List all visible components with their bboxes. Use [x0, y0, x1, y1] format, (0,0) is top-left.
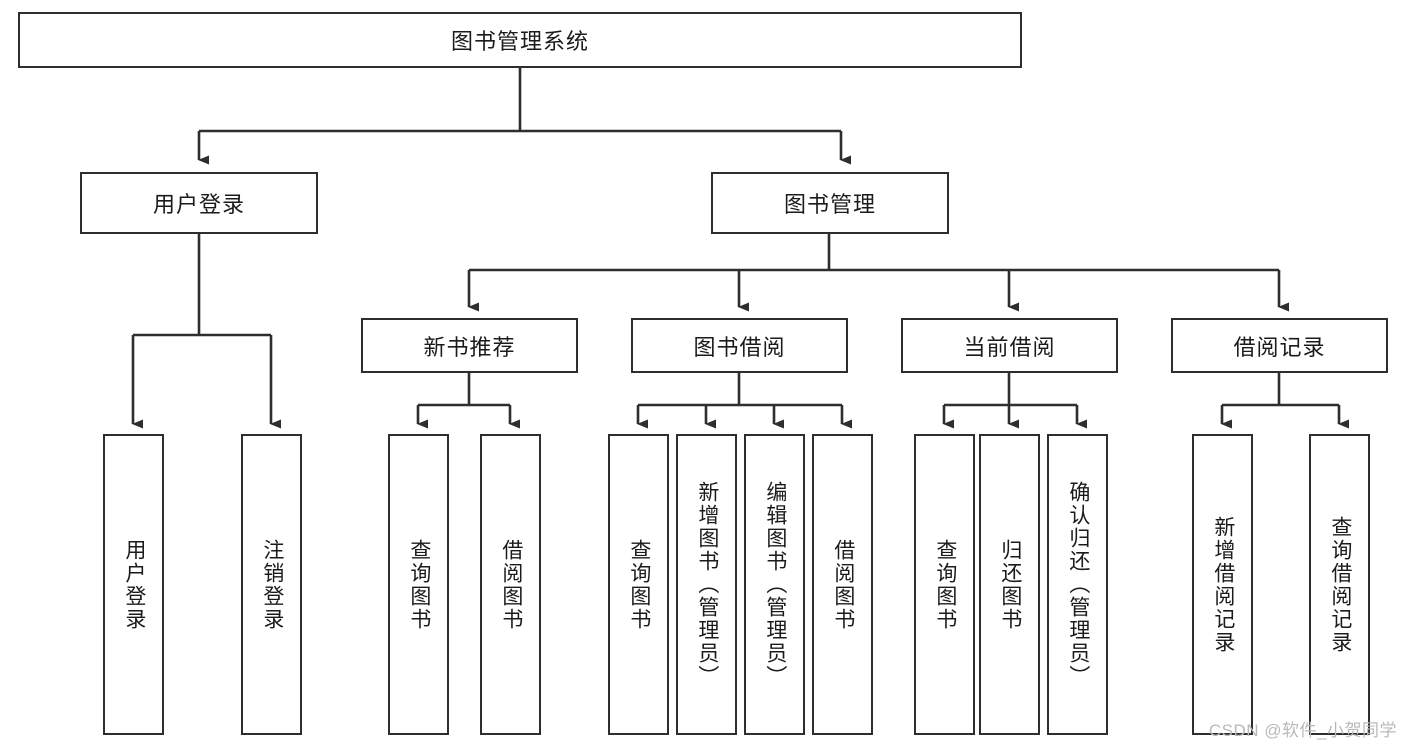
node-label: 归还图书: [998, 538, 1022, 631]
node-label: 查询借阅记录: [1328, 515, 1352, 654]
node-label: 用户登录: [122, 538, 146, 631]
node-borrow-record[interactable]: 借阅记录: [1171, 318, 1388, 373]
leaf-confirm-return[interactable]: 确认归还（管理员）: [1047, 434, 1108, 735]
node-label: 当前借阅: [963, 334, 1056, 360]
node-label: 注销登录: [260, 538, 284, 631]
node-label: 图书管理系统: [450, 29, 589, 54]
leaf-borrow-book-b[interactable]: 借阅图书: [812, 434, 873, 735]
node-label: 查询图书: [933, 538, 957, 631]
node-label: 新增图书（管理员）: [695, 481, 719, 688]
node-label: 新增借阅记录: [1211, 515, 1235, 654]
node-book-borrow[interactable]: 图书借阅: [631, 318, 848, 373]
node-user-login[interactable]: 用户登录: [80, 172, 318, 234]
leaf-return-book[interactable]: 归还图书: [979, 434, 1040, 735]
leaf-query-borrow-record[interactable]: 查询借阅记录: [1309, 434, 1370, 735]
node-label: 借阅图书: [499, 538, 523, 631]
node-label: 图书借阅: [693, 334, 786, 360]
node-label: 查询图书: [407, 538, 431, 631]
leaf-add-borrow-record[interactable]: 新增借阅记录: [1192, 434, 1253, 735]
node-label: 借阅图书: [831, 538, 855, 631]
node-label: 查询图书: [627, 538, 651, 631]
leaf-user-login[interactable]: 用户登录: [103, 434, 164, 735]
node-label: 借阅记录: [1233, 334, 1326, 360]
node-book-manage[interactable]: 图书管理: [711, 172, 949, 234]
node-label: 编辑图书（管理员）: [763, 481, 787, 688]
watermark: CSDN @软件_小贺同学: [1208, 721, 1397, 740]
node-root-book-management-system[interactable]: 图书管理系统: [18, 12, 1022, 68]
leaf-borrow-book-a[interactable]: 借阅图书: [480, 434, 541, 735]
node-label: 确认归还（管理员）: [1066, 481, 1090, 688]
leaf-edit-book[interactable]: 编辑图书（管理员）: [744, 434, 805, 735]
leaf-logout[interactable]: 注销登录: [241, 434, 302, 735]
leaf-query-book-c[interactable]: 查询图书: [914, 434, 975, 735]
node-new-book-rec[interactable]: 新书推荐: [361, 318, 578, 373]
leaf-add-book[interactable]: 新增图书（管理员）: [676, 434, 737, 735]
node-label: 新书推荐: [423, 334, 516, 360]
node-label: 图书管理: [783, 192, 876, 217]
node-current-borrow[interactable]: 当前借阅: [901, 318, 1118, 373]
leaf-query-book-b[interactable]: 查询图书: [608, 434, 669, 735]
node-label: 用户登录: [152, 192, 245, 217]
leaf-query-book-a[interactable]: 查询图书: [388, 434, 449, 735]
